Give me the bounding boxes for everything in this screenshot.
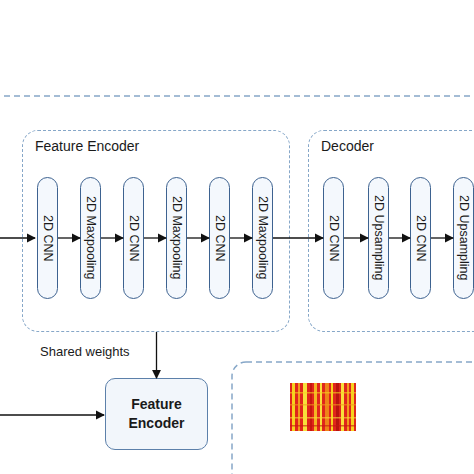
layer-block: 2D Upsampling xyxy=(368,177,389,299)
flow-arrow xyxy=(58,237,80,238)
layer-block: 2D CNN xyxy=(123,177,144,299)
layer-block: 2D Maxpooling xyxy=(166,177,187,299)
block-label: 2D CNN xyxy=(41,215,55,262)
block-label: 2D Upsampling xyxy=(372,195,386,280)
group-title: Decoder xyxy=(321,138,374,154)
layer-block: 2D Maxpooling xyxy=(80,177,101,299)
flow-arrow xyxy=(273,237,323,238)
block-label: 2D CNN xyxy=(213,215,227,262)
flow-arrow xyxy=(156,332,157,378)
flow-arrow xyxy=(431,237,453,238)
layer-block: 2D CNN xyxy=(209,177,230,299)
flow-arrow xyxy=(344,237,368,238)
layer-block: 2D CNN xyxy=(323,177,344,299)
flow-arrow xyxy=(230,237,252,238)
block-label: Feature Encoder xyxy=(122,395,192,433)
block-label: 2D Upsampling xyxy=(457,195,471,280)
layer-block: 2D CNN xyxy=(410,177,431,299)
encoder-box: Feature Encoder xyxy=(105,378,208,450)
dashed-group-box: Decoder 2D CNN 2D Upsampling 2D CNN 2D Upsam… xyxy=(308,130,474,332)
input-arrow xyxy=(0,414,104,415)
block-label: 2D CNN xyxy=(327,215,341,262)
layer-block: 2D Upsampling xyxy=(453,177,474,299)
block-label: 2D CNN xyxy=(414,215,428,262)
flow-arrow xyxy=(389,237,410,238)
edge-label: Shared weights xyxy=(40,344,130,359)
outer-dashed-frame xyxy=(0,96,474,474)
layer-block: 2D CNN xyxy=(37,177,58,299)
block-label: 2D CNN xyxy=(127,215,141,262)
feature-heatmap xyxy=(290,383,356,431)
flow-arrow xyxy=(187,237,209,238)
group-title: Feature Encoder xyxy=(35,138,139,154)
dashed-group-box: Feature Encoder 2D CNN 2D Maxpooling 2D CNN… xyxy=(22,130,290,332)
block-label: 2D Maxpooling xyxy=(84,196,98,279)
lower-dashed-frame xyxy=(232,362,474,474)
flow-arrow xyxy=(101,237,123,238)
input-arrow xyxy=(0,237,35,238)
flow-arrow xyxy=(144,237,166,238)
layer-block: 2D Maxpooling xyxy=(252,177,273,299)
block-label: 2D Maxpooling xyxy=(256,196,270,279)
block-label: 2D Maxpooling xyxy=(170,196,184,279)
